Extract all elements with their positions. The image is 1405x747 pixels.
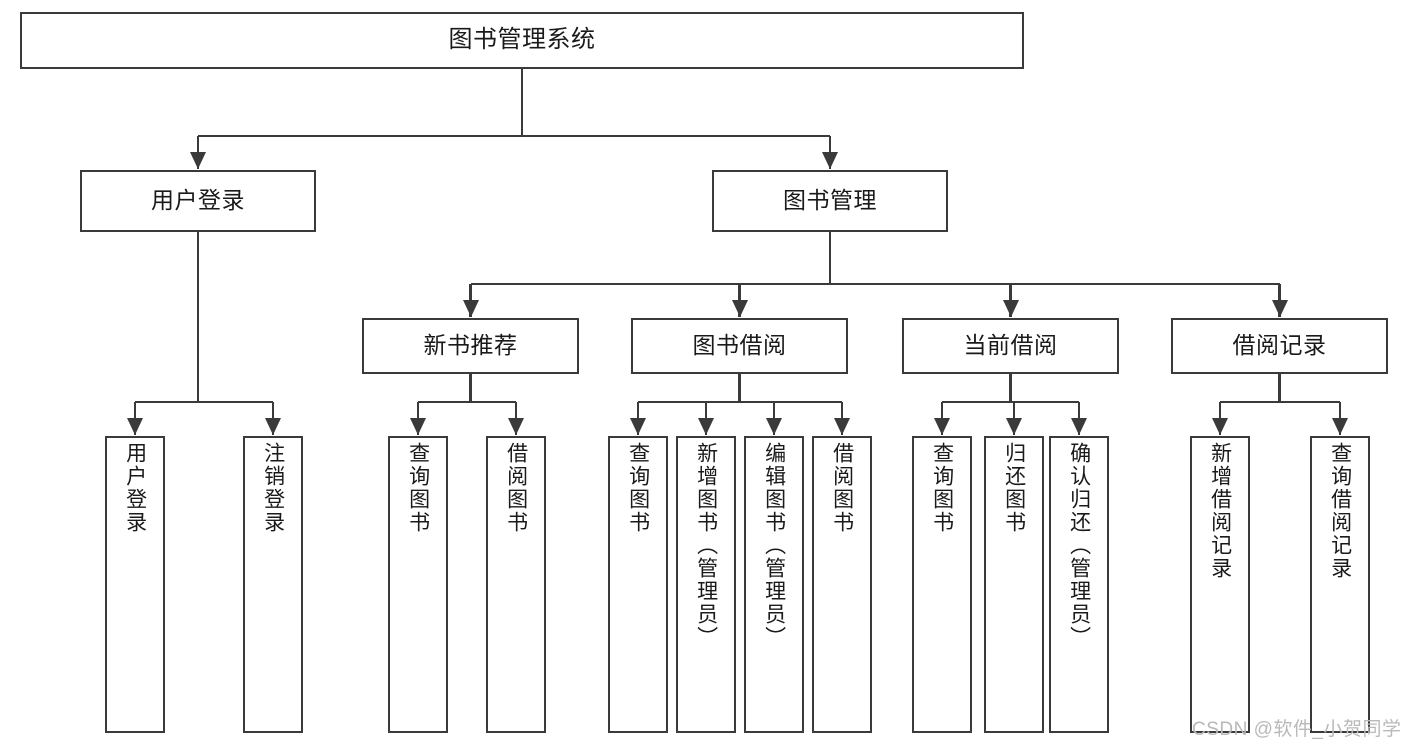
connector-horizontal (942, 400, 1079, 404)
node-label: 新书推荐 (423, 332, 518, 359)
node-leaf-add-book-admin[interactable]: 新增图书（管理员） (676, 436, 736, 733)
arrow-head-icon (1212, 418, 1228, 435)
node-label: 确认归还（管理员） (1067, 442, 1091, 649)
arrow-head-icon (630, 418, 646, 435)
connector-vertical (1009, 374, 1012, 402)
node-label: 借阅图书 (830, 442, 854, 534)
arrow-head-icon (731, 300, 748, 317)
node-leaf-logout-login[interactable]: 注销登录 (243, 436, 303, 733)
node-label: 查询借阅记录 (1328, 442, 1352, 580)
connector-vertical (1278, 374, 1281, 402)
arrow-head-icon (698, 418, 714, 435)
node-label: 查询图书 (406, 442, 430, 534)
node-current-borrow[interactable]: 当前借阅 (902, 318, 1119, 374)
node-leaf-query-book-1[interactable]: 查询图书 (388, 436, 448, 733)
node-label: 图书借阅 (692, 332, 787, 359)
node-label: 借阅记录 (1232, 332, 1327, 359)
arrow-head-icon (127, 418, 143, 435)
node-label: 图书管理 (783, 187, 877, 214)
node-label: 新增借阅记录 (1208, 442, 1232, 580)
connector-horizontal (198, 134, 830, 138)
arrow-head-icon (190, 152, 206, 169)
node-label: 查询图书 (626, 442, 650, 534)
arrow-head-icon (508, 418, 524, 435)
node-label: 归还图书 (1002, 442, 1026, 534)
arrow-head-icon (1071, 418, 1087, 435)
node-label: 用户登录 (123, 442, 147, 534)
node-leaf-borrow-book-1[interactable]: 借阅图书 (486, 436, 546, 733)
node-book-borrow[interactable]: 图书借阅 (631, 318, 848, 374)
arrow-head-icon (766, 418, 782, 435)
node-leaf-query-book-3[interactable]: 查询图书 (912, 436, 972, 733)
node-borrow-record[interactable]: 借阅记录 (1171, 318, 1388, 374)
node-book-manage[interactable]: 图书管理 (712, 170, 948, 232)
node-user-login[interactable]: 用户登录 (80, 170, 316, 232)
node-leaf-confirm-return-admin[interactable]: 确认归还（管理员） (1049, 436, 1109, 733)
node-root[interactable]: 图书管理系统 (20, 12, 1024, 69)
arrow-head-icon (1002, 300, 1019, 317)
node-leaf-return-book[interactable]: 归还图书 (984, 436, 1044, 733)
connector-horizontal (638, 400, 842, 404)
connector-horizontal (135, 400, 273, 404)
node-label: 注销登录 (261, 442, 285, 534)
connector-vertical (469, 374, 472, 402)
node-label: 借阅图书 (504, 442, 528, 534)
connector-vertical (738, 374, 741, 402)
node-label: 图书管理系统 (448, 26, 596, 54)
node-leaf-user-login[interactable]: 用户登录 (105, 436, 165, 733)
node-label: 编辑图书（管理员） (762, 442, 786, 649)
arrow-head-icon (934, 418, 950, 435)
arrow-head-icon (834, 418, 850, 435)
node-leaf-edit-book-admin[interactable]: 编辑图书（管理员） (744, 436, 804, 733)
node-label: 当前借阅 (963, 332, 1058, 359)
arrow-head-icon (822, 152, 838, 169)
connector-horizontal (418, 400, 516, 404)
arrow-head-icon (1271, 300, 1288, 317)
node-new-book-recommend[interactable]: 新书推荐 (362, 318, 579, 374)
arrow-head-icon (1006, 418, 1022, 435)
arrow-head-icon (462, 300, 479, 317)
connector-vertical (828, 232, 832, 284)
connector-horizontal (1220, 400, 1340, 404)
node-label: 用户登录 (151, 187, 245, 214)
connector-horizontal (470, 282, 1280, 286)
arrow-head-icon (1332, 418, 1348, 435)
node-leaf-borrow-book-2[interactable]: 借阅图书 (812, 436, 872, 733)
connector-vertical (196, 232, 200, 402)
node-label: 查询图书 (930, 442, 954, 534)
connector-vertical (520, 69, 524, 136)
arrow-head-icon (410, 418, 426, 435)
node-leaf-add-borrow-record[interactable]: 新增借阅记录 (1190, 436, 1250, 733)
node-leaf-query-borrow-record[interactable]: 查询借阅记录 (1310, 436, 1370, 733)
arrow-head-icon (265, 418, 281, 435)
node-leaf-query-book-2[interactable]: 查询图书 (608, 436, 668, 733)
node-label: 新增图书（管理员） (694, 442, 718, 649)
